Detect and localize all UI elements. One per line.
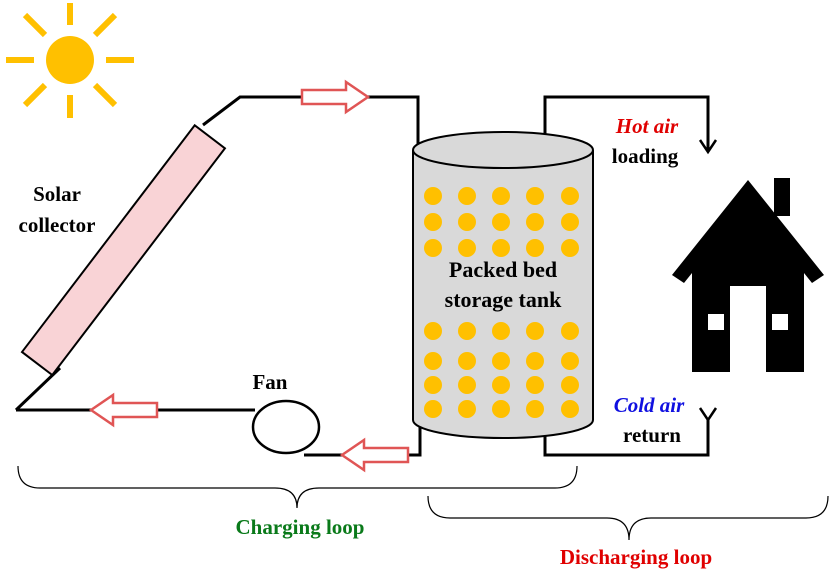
- tank-label-line2: storage tank: [445, 287, 562, 312]
- pellet: [561, 239, 579, 257]
- cold-air-label: Cold air: [614, 393, 685, 417]
- pellet: [492, 322, 510, 340]
- loading-label: loading: [612, 144, 679, 168]
- pellet: [458, 187, 476, 205]
- pellet: [561, 187, 579, 205]
- discharging-loop-pipes: [543, 95, 710, 457]
- pellet: [526, 187, 544, 205]
- pellet: [492, 352, 510, 370]
- house-icon: [672, 178, 824, 372]
- discharging-loop-brace: [427, 495, 829, 541]
- packed-bed-storage-tank: [412, 131, 594, 439]
- flow-arrow-icon: [88, 392, 159, 428]
- fan-label: Fan: [252, 370, 287, 394]
- pellet: [561, 376, 579, 394]
- hot-air-label: Hot air: [615, 114, 679, 138]
- pellet: [458, 400, 476, 418]
- pellet: [458, 352, 476, 370]
- pellet: [492, 187, 510, 205]
- pellet: [492, 239, 510, 257]
- flow-arrow-icon: [339, 437, 410, 473]
- pellet: [526, 213, 544, 231]
- tank-label-line1: Packed bed: [449, 257, 557, 282]
- pellet: [526, 239, 544, 257]
- down-arrow-icon: [698, 407, 718, 423]
- pellet: [458, 322, 476, 340]
- pellet: [561, 322, 579, 340]
- discharging-loop-label: Discharging loop: [560, 545, 712, 569]
- solar-collector-label-line2: collector: [19, 213, 96, 237]
- flow-arrow-icon: [300, 79, 371, 115]
- sun-icon: [6, 3, 134, 118]
- pellet: [424, 376, 442, 394]
- fan: [251, 399, 321, 455]
- pellet: [526, 376, 544, 394]
- pellet: [561, 213, 579, 231]
- charging-loop-brace: [17, 465, 578, 509]
- pellet: [458, 239, 476, 257]
- pellet: [424, 322, 442, 340]
- charging-loop-label: Charging loop: [236, 515, 365, 539]
- pellet: [492, 213, 510, 231]
- pellet: [424, 400, 442, 418]
- pellet: [526, 400, 544, 418]
- pellet: [458, 376, 476, 394]
- pellet: [424, 187, 442, 205]
- pellet: [492, 400, 510, 418]
- pellet: [526, 322, 544, 340]
- solar-collector: [20, 123, 227, 377]
- pellet: [424, 213, 442, 231]
- pellet: [492, 376, 510, 394]
- pellet: [526, 352, 544, 370]
- pellet: [561, 400, 579, 418]
- pellet: [561, 352, 579, 370]
- pellet: [424, 239, 442, 257]
- solar-collector-label-line1: Solar: [33, 182, 81, 206]
- pellet: [424, 352, 442, 370]
- pellet: [458, 213, 476, 231]
- return-label: return: [623, 423, 681, 447]
- pellet-grid: [424, 187, 579, 418]
- down-arrow-icon: [698, 139, 718, 155]
